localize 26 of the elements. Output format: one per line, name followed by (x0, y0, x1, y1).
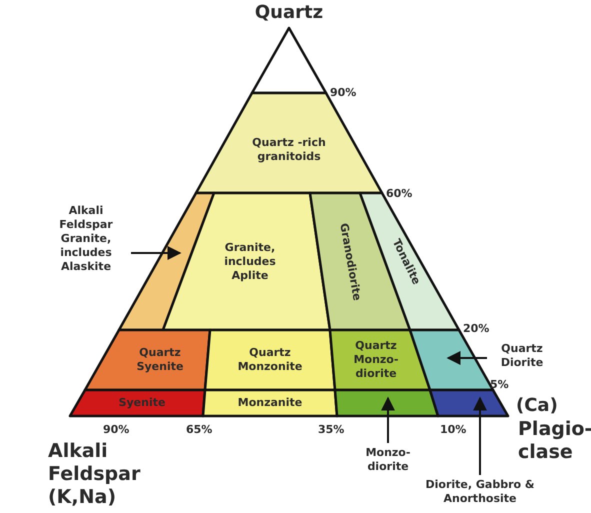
callout-text: Monzo- diorite (356, 446, 420, 474)
percent-label: 20% (463, 322, 490, 335)
percent-label: 10% (440, 423, 466, 436)
field-label: Quartz Syenite (136, 346, 184, 374)
arrow (131, 246, 182, 260)
callout-text: Quartz Diorite (490, 342, 554, 370)
percent-label: 60% (386, 187, 412, 200)
field-label: Monzanite (236, 396, 304, 410)
percent-label: 90% (330, 86, 356, 99)
axis-label: (Ca) (516, 395, 558, 416)
arrow (381, 396, 395, 443)
percent-label: 65% (186, 423, 212, 436)
axis-label: Plagio- clase (518, 418, 591, 464)
field-label: Granite, includes Aplite (223, 241, 277, 283)
percent-label: 90% (103, 423, 130, 436)
callout-text: Diorite, Gabbro & Anorthosite (418, 478, 542, 506)
callout-text: Alkali Feldspar Granite, includes Alaskite (44, 204, 128, 274)
field-label: Quartz Monzonite (236, 346, 304, 374)
percent-label: 35% (318, 423, 344, 436)
percent-label: 5% (490, 378, 509, 391)
field-label: Quartz -rich granitoids (251, 136, 327, 164)
field-label: Syenite (118, 396, 166, 410)
arrow (473, 396, 487, 475)
axis-label: Alkali Feldspar (K,Na) (48, 440, 142, 508)
axis-label: Quartz (254, 2, 324, 23)
field-label: Quartz Monzo- diorite (352, 339, 400, 381)
